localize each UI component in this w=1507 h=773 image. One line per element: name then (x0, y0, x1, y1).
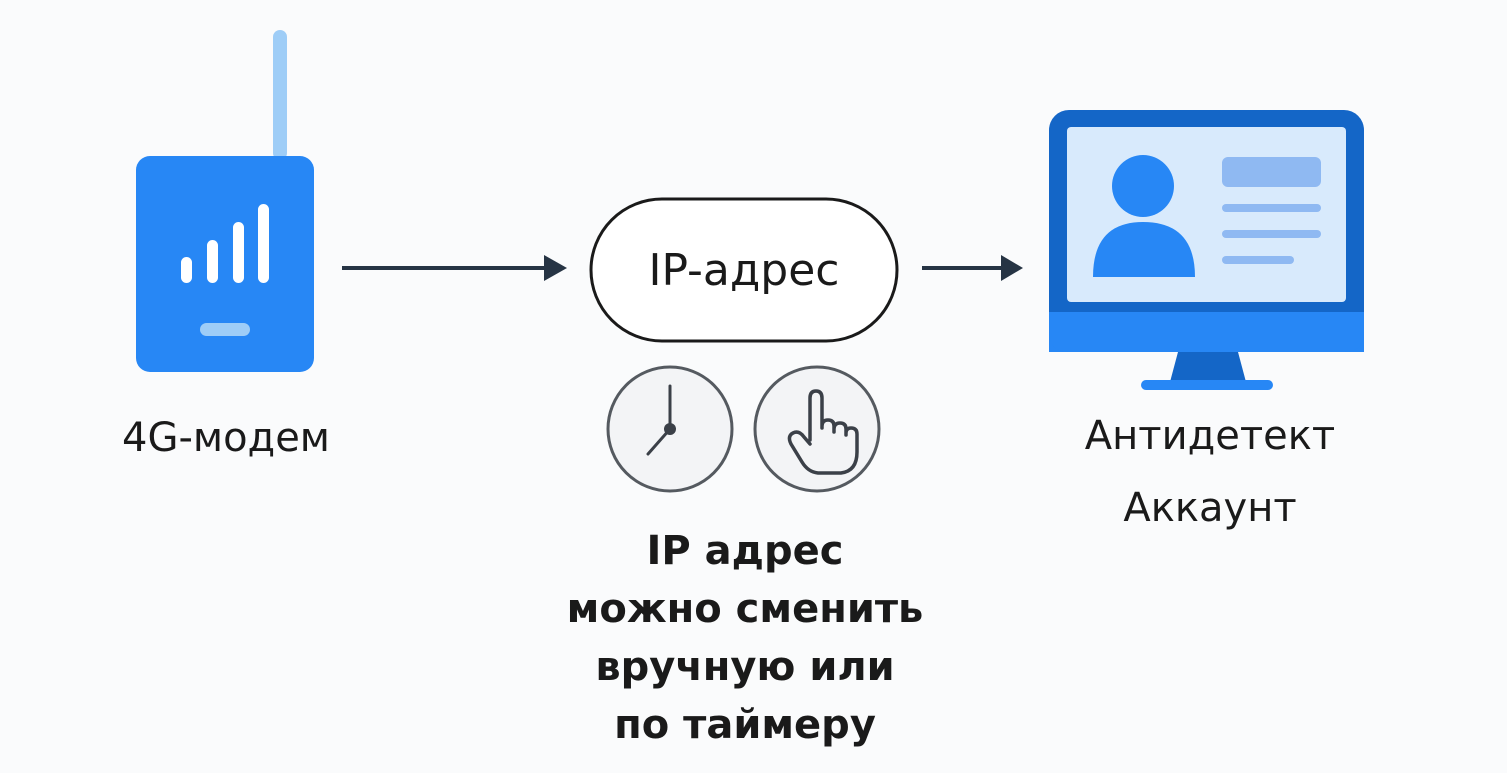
modem-body (136, 156, 314, 372)
monitor-base (1141, 380, 1273, 390)
profile-line-2 (1222, 230, 1321, 238)
modem-label: 4G-модем (122, 415, 330, 461)
clock-icon (606, 365, 734, 493)
signal-bar-3 (233, 222, 244, 283)
modem-indicator (200, 323, 250, 336)
profile-title-block (1222, 157, 1321, 187)
arrow-ip-to-monitor (922, 255, 1023, 281)
signal-bar-2 (207, 240, 218, 283)
pointing-hand-icon (753, 365, 881, 493)
antidetect-label: Антидетект (1084, 413, 1336, 459)
signal-bar-4 (258, 204, 269, 283)
note-line-2: можно сменить (566, 586, 924, 632)
ip-address-label: IP-адрес (648, 244, 840, 296)
note-line-3: вручную или (595, 644, 895, 690)
profile-line-1 (1222, 204, 1321, 212)
profile-line-3 (1222, 256, 1294, 264)
profile-head (1112, 155, 1174, 217)
modem-icon (136, 30, 314, 372)
ip-change-note: IP адрес можно сменить вручную или по та… (545, 522, 945, 754)
account-label: Аккаунт (1123, 485, 1297, 531)
profile-body (1093, 222, 1195, 277)
ip-address-pill (589, 197, 899, 343)
note-line-1: IP адрес (646, 528, 844, 574)
modem-antenna (273, 30, 287, 160)
monitor-neck (1170, 352, 1246, 382)
note-line-4: по таймеру (614, 702, 876, 748)
arrow-modem-to-ip (342, 255, 567, 281)
signal-bar-1 (181, 257, 192, 283)
monitor-profile-icon (1049, 110, 1364, 390)
